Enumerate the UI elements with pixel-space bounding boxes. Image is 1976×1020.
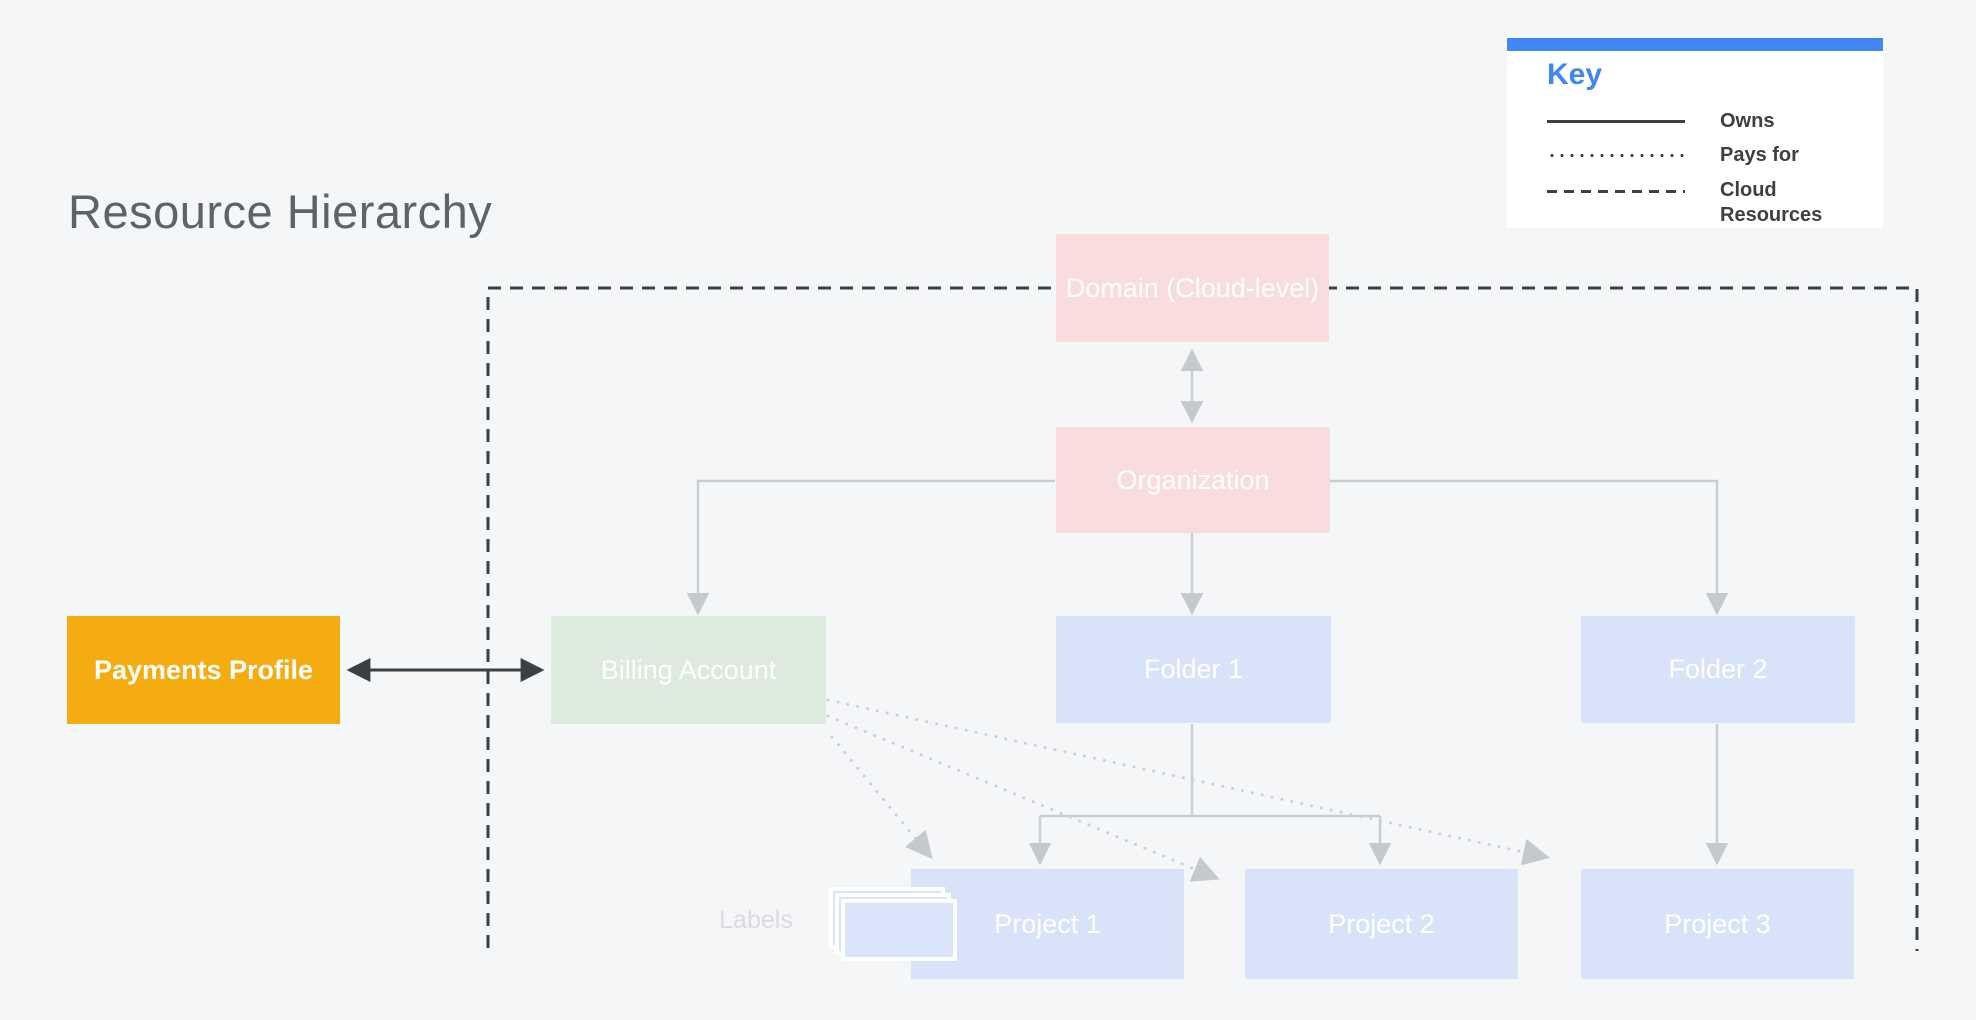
node-payments-profile: Payments Profile [67,616,340,724]
legend-panel: Key Owns Pays for Cloud Resources [1507,38,1883,228]
paysfor-connector-billing-project2 [826,714,1220,882]
node-project-1-label: Project 1 [994,908,1101,939]
paysfor-connector-billing-project1 [830,735,933,860]
node-folder-1: Folder 1 [1056,616,1331,723]
legend-dotted-line-icon [1547,154,1685,157]
node-project-3-label: Project 3 [1664,908,1771,939]
legend-accent-bar [1507,38,1883,51]
legend-label-owns: Owns [1720,110,1775,132]
paysfor-connector-billing-project3 [826,698,1550,866]
legend-label-pays-for: Pays for [1720,144,1799,166]
node-domain: Domain (Cloud-level) [1056,234,1329,342]
node-project-3: Project 3 [1581,869,1854,979]
node-billing-account-label: Billing Account [600,654,777,685]
legend-heading: Key [1547,58,1603,91]
node-folder-2-label: Folder 2 [1668,654,1768,684]
owns-connector-folder1-trunk [1040,724,1380,818]
page-title: Resource Hierarchy [68,185,493,238]
legend-dashed-line-icon [1547,190,1685,193]
owns-connector-organization-folder2 [1330,479,1729,616]
node-folder-1-label: Folder 1 [1143,654,1244,684]
node-billing-account: Billing Account [551,616,826,724]
node-payments-profile-label: Payments Profile [93,654,314,685]
labels-caption: Labels [719,906,793,934]
node-organization: Organization [1056,427,1330,533]
node-folder-2: Folder 2 [1581,616,1855,723]
legend-solid-line-icon [1547,120,1685,123]
node-domain-label: Domain (Cloud-level) [1065,272,1320,303]
legend-label-cloud-resources: Cloud Resources [1720,179,1823,226]
label-card-front [841,899,957,961]
labels-stack-icon [829,887,961,967]
node-organization-label: Organization [1116,464,1270,495]
node-project-2: Project 2 [1245,869,1518,979]
owns-connector-organization-billing [686,479,1055,616]
node-project-2-label: Project 2 [1328,908,1435,939]
